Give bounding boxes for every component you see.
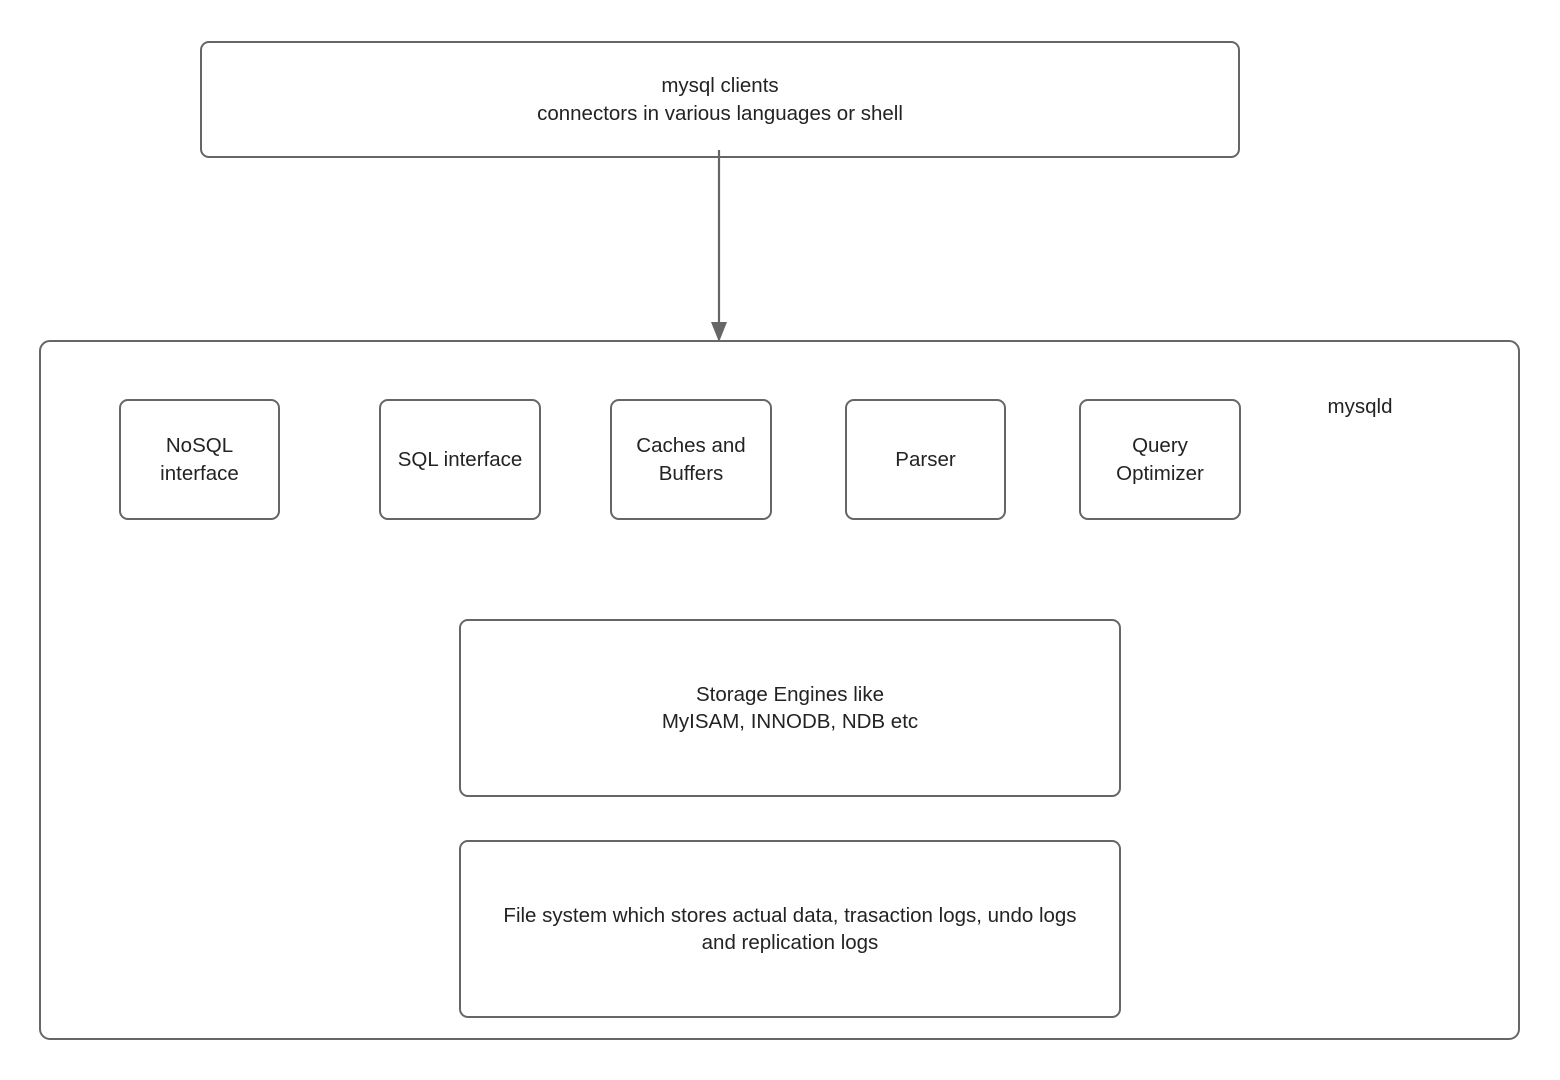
node-storage-engines-label: Storage Engines like MyISAM, INNODB, NDB… — [661, 682, 919, 733]
node-mysql-clients[interactable]: mysql clients connectors in various lang… — [200, 41, 1240, 158]
node-query-optimizer-label: Query Optimizer — [1116, 434, 1204, 485]
node-mysql-clients-label: mysql clients connectors in various lang… — [537, 74, 903, 125]
node-file-system-label: File system which stores actual data, tr… — [503, 903, 1077, 954]
node-file-system[interactable]: File system which stores actual data, tr… — [459, 840, 1121, 1018]
node-parser[interactable]: Parser — [845, 399, 1006, 520]
mysqld-label: mysqld — [1327, 395, 1393, 418]
node-caches-and-buffers-label: Caches and Buffers — [636, 434, 746, 485]
node-query-optimizer[interactable]: Query Optimizer — [1079, 399, 1241, 520]
connector-clients-to-mysqld-arrow — [711, 150, 727, 342]
node-parser-label: Parser — [895, 447, 956, 471]
node-sql-interface[interactable]: SQL interface — [379, 399, 541, 520]
node-caches-and-buffers[interactable]: Caches and Buffers — [610, 399, 772, 520]
node-nosql-interface[interactable]: NoSQL interface — [119, 399, 280, 520]
node-nosql-interface-label: NoSQL interface — [160, 434, 239, 485]
node-storage-engines[interactable]: Storage Engines like MyISAM, INNODB, NDB… — [459, 619, 1121, 797]
node-sql-interface-label: SQL interface — [397, 447, 523, 471]
